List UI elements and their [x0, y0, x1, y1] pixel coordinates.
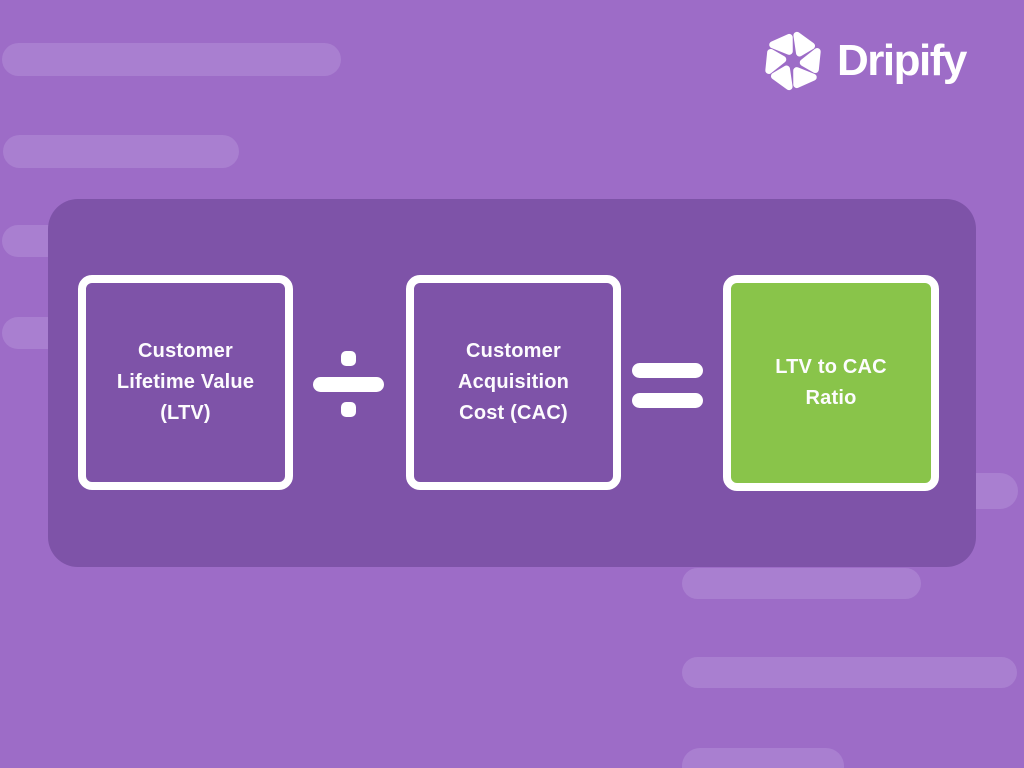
box-line: LTV to CAC — [775, 356, 887, 378]
box-line: Ratio — [805, 387, 857, 409]
decorative-pill — [682, 657, 1017, 688]
pinwheel-aperture-icon — [765, 31, 821, 91]
box-line: Customer — [466, 340, 561, 362]
divide-dot-bottom — [341, 402, 356, 417]
decorative-pill — [682, 568, 921, 599]
equals-bar-bottom — [632, 393, 703, 408]
divide-bar — [313, 376, 384, 392]
formula-panel: Customer Lifetime Value (LTV) Customer A… — [48, 199, 976, 567]
decorative-pill — [2, 43, 341, 76]
box-line: Lifetime Value — [116, 371, 255, 393]
box-line: Customer — [138, 340, 233, 362]
brand-name: Dripify — [837, 36, 967, 85]
box-line: Acquisition — [457, 371, 570, 393]
brand-logo: Dripify — [762, 30, 967, 92]
cac-box: Customer Acquisition Cost (CAC) — [406, 275, 621, 490]
box-line: (LTV) — [160, 402, 211, 424]
decorative-pill — [3, 135, 239, 168]
equals-operator — [632, 363, 703, 408]
box-line: Cost (CAC) — [459, 402, 568, 424]
ltv-box: Customer Lifetime Value (LTV) — [78, 275, 293, 490]
ratio-box: LTV to CAC Ratio — [723, 275, 939, 491]
divide-operator — [313, 351, 384, 417]
decorative-pill — [682, 748, 844, 768]
divide-dot-top — [341, 351, 356, 366]
equals-bar-top — [632, 363, 703, 378]
